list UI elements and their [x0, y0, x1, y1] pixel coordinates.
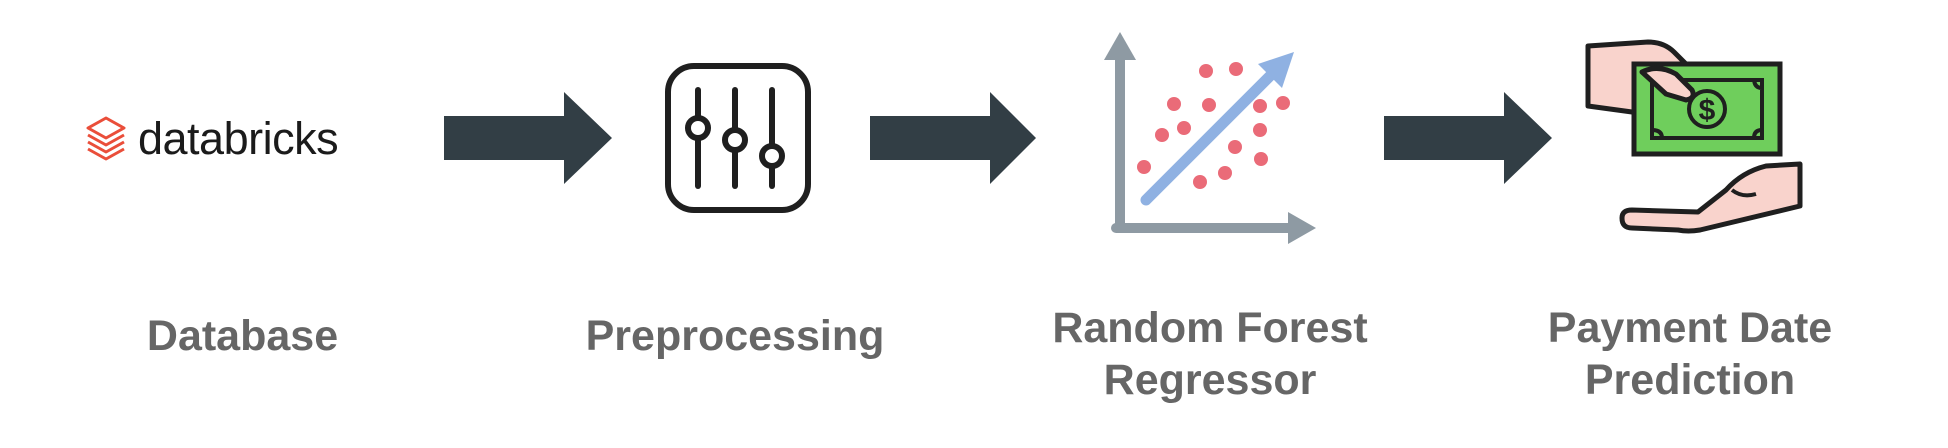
- money-exchange-icon: $: [1585, 39, 1803, 234]
- step-label-preprocessing: Preprocessing: [585, 312, 885, 360]
- label-line: Prediction: [1584, 356, 1796, 404]
- label-line: Random Forest: [1052, 304, 1368, 352]
- sliders-icon: [665, 63, 811, 213]
- step-label-random-forest: Random Forest Regressor: [1000, 302, 1420, 406]
- scatter-regression-icon: [1104, 32, 1316, 244]
- label-line: Regressor: [1103, 356, 1317, 404]
- arrow-right-icon: [444, 92, 612, 184]
- arrow-right-icon: [1384, 92, 1552, 184]
- step-label-database: Database: [146, 312, 339, 360]
- label-line: Payment Date: [1547, 304, 1833, 352]
- arrow-right-icon: [870, 92, 1036, 184]
- databricks-layers-icon: [86, 116, 126, 161]
- step-label-payment-prediction: Payment Date Prediction: [1490, 302, 1890, 406]
- logo-wordmark: databricks: [138, 113, 339, 164]
- databricks-logo: databricks: [84, 110, 384, 170]
- svg-text:$: $: [1699, 94, 1716, 127]
